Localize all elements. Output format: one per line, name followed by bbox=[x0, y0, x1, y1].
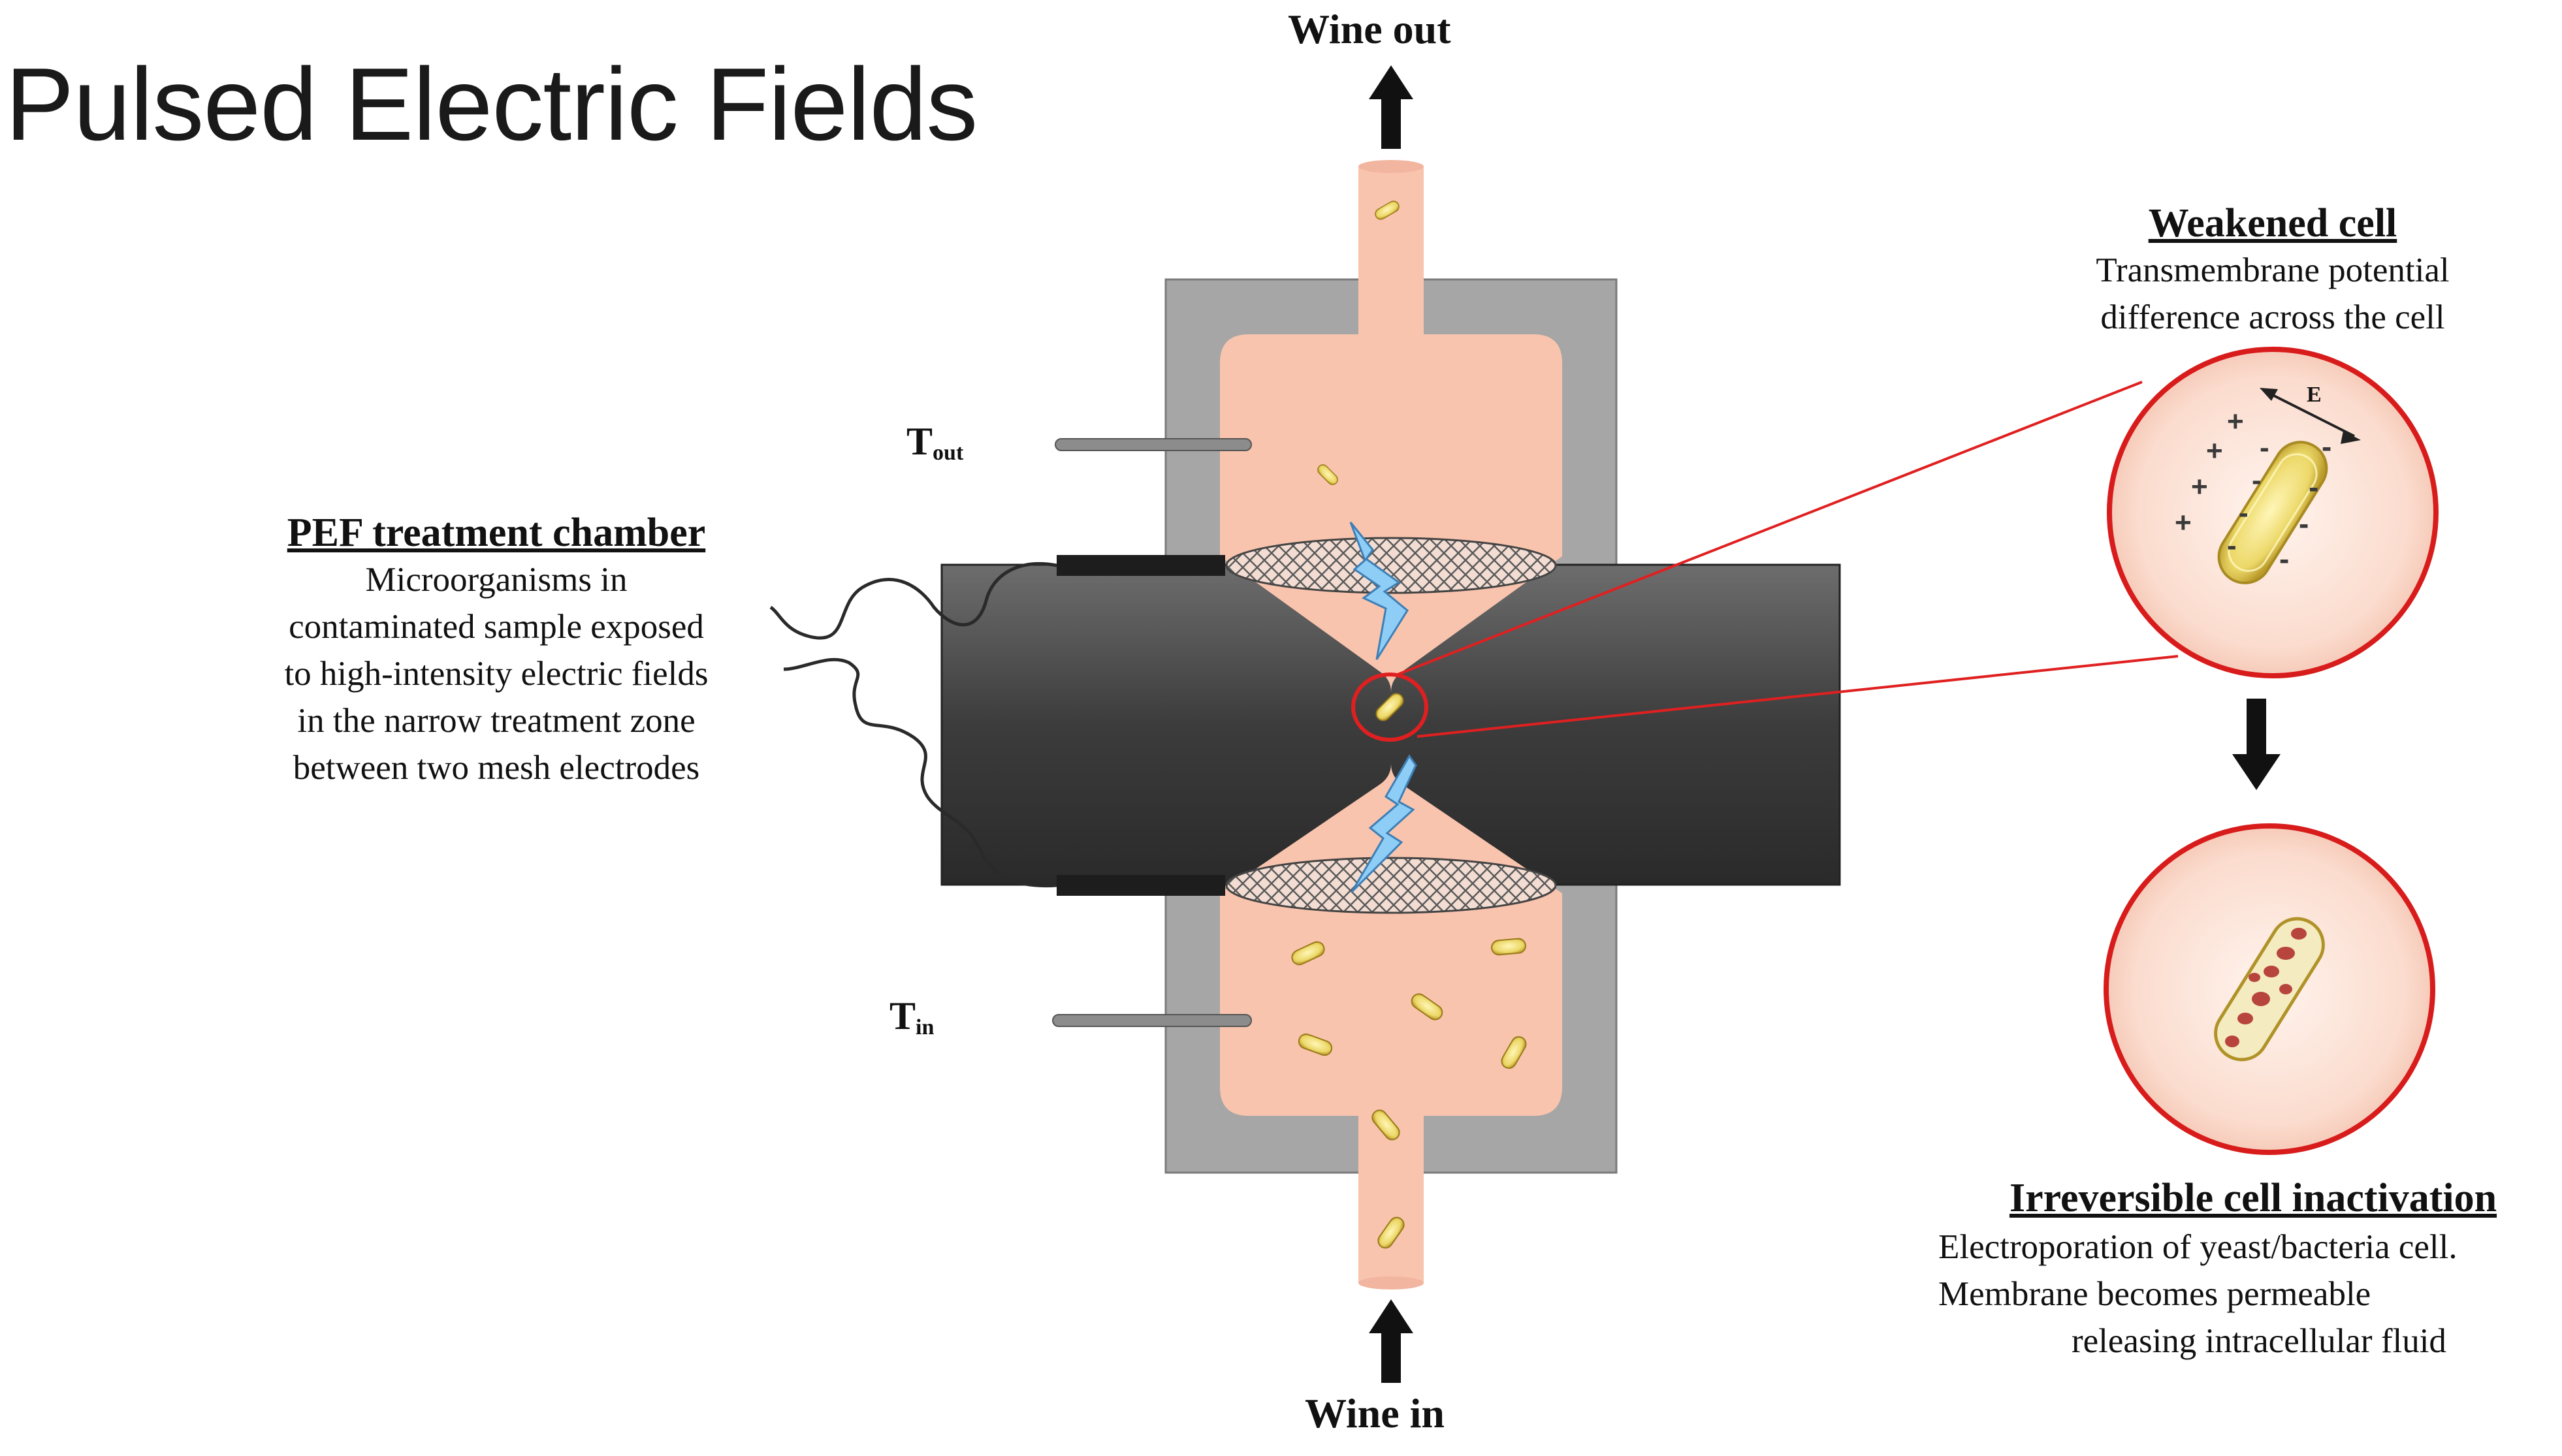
wire bbox=[783, 657, 1057, 888]
chamber-heading: PEF treatment chamber bbox=[287, 511, 706, 555]
arrow-down-icon bbox=[2232, 699, 2281, 790]
t-in-symbol: T bbox=[889, 994, 916, 1037]
svg-text:-: - bbox=[2260, 432, 2269, 464]
chamber-line: Microorganisms in bbox=[365, 561, 628, 599]
t-in-label: Tin bbox=[889, 994, 934, 1039]
chamber-description: PEF treatment chamber Microorganisms in … bbox=[202, 509, 790, 791]
electrode-terminal bbox=[1057, 875, 1225, 896]
zoom-line bbox=[1397, 381, 2143, 676]
svg-text:-: - bbox=[2227, 530, 2237, 562]
t-out-symbol: T bbox=[906, 420, 933, 463]
mesh-electrode-icon bbox=[1225, 537, 1557, 594]
thermometer-probe-icon bbox=[1055, 438, 1252, 451]
arrow-up-icon bbox=[1369, 65, 1413, 149]
t-out-label: Tout bbox=[906, 419, 964, 465]
inactivated-cell-disc bbox=[2104, 823, 2435, 1155]
t-out-subscript: out bbox=[933, 441, 964, 465]
svg-text:+: + bbox=[2227, 405, 2244, 437]
wine-in-label: Wine in bbox=[1305, 1390, 1445, 1436]
svg-text:-: - bbox=[2309, 470, 2318, 504]
svg-text:+: + bbox=[2175, 507, 2192, 539]
weakened-line: Transmembrane potential bbox=[2096, 251, 2450, 289]
svg-text:-: - bbox=[2279, 542, 2289, 576]
electrode-terminal bbox=[1057, 555, 1225, 576]
outlet-pipe-opening bbox=[1358, 160, 1424, 173]
chamber-line: to high-intensity electric fields bbox=[284, 655, 709, 693]
inactivation-heading: Irreversible cell inactivation bbox=[2009, 1176, 2497, 1220]
zoom-line bbox=[1417, 655, 2179, 738]
field-label: E bbox=[2307, 383, 2322, 407]
inactivation-line: Electroporation of yeast/bacteria cell. bbox=[1938, 1228, 2458, 1266]
chamber-line: between two mesh electrodes bbox=[293, 749, 700, 787]
weakened-line: difference across the cell bbox=[2100, 298, 2445, 336]
wire bbox=[769, 562, 1057, 640]
svg-text:-: - bbox=[2322, 430, 2331, 464]
svg-text:-: - bbox=[2239, 497, 2249, 529]
inactivation-line: releasing intracellular fluid bbox=[2072, 1322, 2446, 1360]
thermometer-probe-icon bbox=[1052, 1014, 1252, 1027]
svg-text:-: - bbox=[2299, 507, 2309, 541]
inlet-pipe-opening bbox=[1358, 1276, 1424, 1290]
svg-text:+: + bbox=[2191, 471, 2208, 503]
svg-text:-: - bbox=[2252, 464, 2262, 496]
fluid-path bbox=[1220, 166, 1562, 1283]
wine-out-label: Wine out bbox=[1288, 6, 1451, 52]
mesh-electrode-icon bbox=[1225, 857, 1557, 914]
charge-signs: + + + + - - - - - - - - bbox=[2175, 405, 2331, 576]
inactivation-line: Membrane becomes permeable bbox=[1938, 1275, 2371, 1313]
chamber-line: in the narrow treatment zone bbox=[297, 702, 696, 740]
intracellular-fluid bbox=[2225, 928, 2307, 1047]
weakened-cell-description: Weakened cell Transmembrane potential di… bbox=[2011, 200, 2534, 341]
bacteria-icon bbox=[1490, 937, 1527, 957]
svg-text:+: + bbox=[2206, 435, 2223, 467]
page-title: Pulsed Electric Fields bbox=[5, 47, 978, 162]
lightning-icon bbox=[1351, 754, 1417, 893]
chamber-line: contaminated sample exposed bbox=[289, 608, 704, 646]
lightning-icon bbox=[1349, 522, 1409, 660]
weakened-heading: Weakened cell bbox=[2148, 201, 2397, 245]
weakened-cell-disc: + + + + - - - - - - - - bbox=[2107, 347, 2439, 678]
arrow-up-icon bbox=[1369, 1299, 1413, 1383]
t-in-subscript: in bbox=[916, 1015, 935, 1039]
treatment-zone-highlight bbox=[1351, 673, 1428, 742]
